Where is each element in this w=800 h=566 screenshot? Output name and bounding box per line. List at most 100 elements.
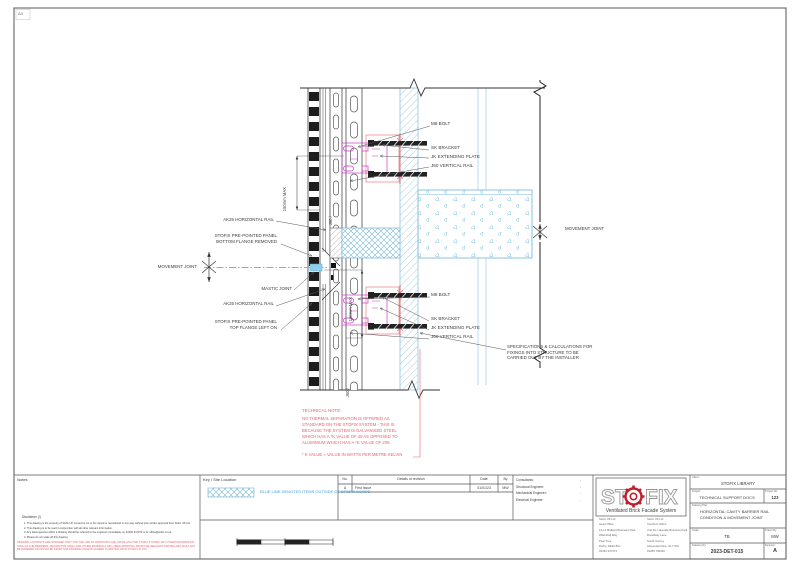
logo-tagline: Ventilated Brick Facade System bbox=[605, 507, 677, 514]
dimension-150-bottom bbox=[324, 269, 364, 339]
office-right-line-1: Stofix UK Ltd bbox=[647, 517, 664, 521]
disclaimer-item-2: 2. This drawing is to be read in conjunc… bbox=[24, 526, 113, 530]
project-no-value: 123 bbox=[771, 495, 779, 500]
office-left-line-7: 01332 347373 bbox=[599, 549, 617, 554]
movement-joint-line bbox=[204, 263, 331, 272]
sheet-size-label: A3 bbox=[18, 11, 23, 16]
label-spec-note: SPECIFICATIONS & CALCULATIONS FOR FIXING… bbox=[507, 344, 593, 360]
office-right-line-6: Gloucestershire, GL7 5XL bbox=[647, 544, 680, 548]
rev-row-no: A bbox=[343, 485, 347, 490]
label-m8-bolt-bottom: M8 BOLT bbox=[431, 292, 451, 297]
drawing-title-value: HORIZONTAL CAVITY BARRIER RAIL CONDITION… bbox=[700, 509, 770, 520]
drawing-no-value: 2023-DET-015 bbox=[710, 549, 744, 555]
revision-label: Revision: bbox=[765, 544, 776, 547]
office-right-line-5: South Cerney bbox=[647, 538, 665, 543]
consultant-value-1: - bbox=[580, 478, 582, 482]
movement-joint-right bbox=[532, 80, 548, 368]
key-title: Key / Site Location bbox=[203, 477, 237, 482]
label-panel-top-flange: STOFIX PRE-POINTED PANEL TOP FLANGE LEFT… bbox=[214, 319, 277, 330]
technical-note-title: TECHNICAL NOTE: bbox=[302, 408, 342, 413]
label-ak25-rail-top: AK25 HORIZONTAL RAIL bbox=[223, 217, 274, 222]
label-movement-joint-right: MOVEMENT JOINT bbox=[565, 226, 605, 231]
rev-header-date: Date bbox=[480, 477, 488, 481]
rev-header-details: Details of revision bbox=[397, 477, 425, 481]
drawn-by-value: MW bbox=[771, 534, 779, 539]
rev-header-no: No. bbox=[342, 477, 348, 481]
technical-note-footnote: * K VALUE = VALUE IN WATTS PER METRE KEL… bbox=[302, 452, 403, 457]
project-value: TECHNICAL SUPPORT DOCS bbox=[699, 495, 755, 500]
office-left-line-1: Stofix UK Ltd bbox=[599, 517, 616, 521]
rev-row-by: MW bbox=[502, 485, 509, 490]
panel-section bbox=[307, 88, 341, 390]
office-right-line-7: 01285 700020 bbox=[647, 549, 665, 554]
mastic-joint-fill bbox=[309, 263, 323, 272]
logo-gear-icon bbox=[622, 485, 645, 508]
key-blue-swatch bbox=[207, 487, 255, 498]
dim-150mm-top: 150mm MAX bbox=[281, 187, 287, 212]
key-blue-note: BLUE LINE DENOTES ITEMS OUTSIDE OF STOFI… bbox=[260, 489, 371, 494]
logo-text-st: ST bbox=[601, 486, 628, 509]
label-sk-bracket-top: SK BRACKET bbox=[431, 145, 461, 150]
revision-value: A bbox=[773, 548, 777, 554]
logo-text-fix: FIX bbox=[645, 486, 678, 509]
consultant-label-4: Electrical Engineer: bbox=[516, 497, 544, 502]
dimension-150-top bbox=[295, 155, 344, 211]
drawing-no-label: Drawing No: bbox=[692, 544, 707, 547]
project-no-label: Project No: bbox=[765, 490, 778, 493]
label-mastic-joint: MASTIC JOINT bbox=[261, 286, 293, 291]
label-sk-bracket-bottom: SK BRACKET bbox=[431, 316, 461, 321]
scale-label: Scale: bbox=[692, 529, 700, 532]
drawn-by-label: Drawn By: bbox=[765, 529, 777, 532]
stofix-logo: ST FIX bbox=[601, 485, 678, 509]
label-movement-joint-left: MOVEMENT JOINT bbox=[157, 264, 197, 269]
label-jk-extending-plate-bottom: JK EXTENDING PLATE bbox=[431, 325, 480, 330]
scale-bar bbox=[236, 538, 334, 546]
label-j60-vertical-rail-bottom: J60 VERTICAL RAIL bbox=[431, 334, 474, 339]
client-label: Client: bbox=[692, 476, 700, 479]
disclaimer-item-1: 1. This drawing is the property of Stofi… bbox=[24, 522, 191, 525]
technical-note-leader bbox=[413, 349, 421, 458]
office-left-line-4: Willenhall Way bbox=[599, 533, 618, 538]
cavity-barrier bbox=[329, 227, 401, 259]
disclaimer-warning: DRAWING CONTENTS ARE INTENDED ONLY FOR T… bbox=[17, 541, 196, 551]
disclaimer-title: Disclaimer (!) bbox=[22, 515, 41, 519]
office-right-line-2: Southern Office bbox=[647, 522, 667, 527]
consultant-label-3: Mechanical Engineer: bbox=[516, 491, 547, 495]
office-left-line-2: Head Office bbox=[599, 522, 614, 527]
label-jk-extending-plate-top: JK EXTENDING PLATE bbox=[431, 154, 480, 159]
notes-title: Notes bbox=[17, 477, 28, 482]
disclaimer-item-3: 3. Any discrepancies within a drawing sh… bbox=[24, 531, 172, 534]
section-cut-lines bbox=[300, 77, 545, 400]
consultant-value-3: - bbox=[580, 491, 582, 495]
scale-value: TB bbox=[724, 534, 730, 539]
technical-note-body: NO THERMAL SEPARATION IS OFFERED AS STAN… bbox=[302, 416, 398, 446]
label-panel-bottom-flange: STOFIX PRE-POINTED PANEL BOTTOM FLANGE R… bbox=[214, 233, 277, 244]
consultant-value-4: - bbox=[580, 497, 582, 502]
label-ak25-rail-bottom: AK25 HORIZONTAL RAIL bbox=[223, 301, 274, 306]
rev-header-by: By bbox=[503, 477, 508, 481]
project-label: Project: bbox=[692, 490, 701, 493]
consultant-label-1: Consultants: bbox=[516, 478, 534, 482]
label-m8-bolt-top: M8 BOLT bbox=[431, 121, 451, 126]
consultant-label-2: Structural Engineer: bbox=[516, 484, 545, 489]
j60-rail-tag-bottom: J60 / bbox=[344, 388, 350, 398]
j60-rail-tag-top: J60 / bbox=[327, 216, 333, 226]
rev-row-details: First Issue bbox=[355, 485, 372, 490]
office-left-line-6: Derby, DE24 8AJ bbox=[599, 544, 621, 548]
disclaimer-item-4: 4. Please do not scale off this drawing. bbox=[24, 535, 69, 539]
leader-lines bbox=[275, 125, 507, 351]
office-right-line-3: Unit 3a, Lakeside Business Park bbox=[647, 527, 688, 532]
title-strip-borders bbox=[14, 474, 786, 559]
office-left-line-5: Pear Tree bbox=[599, 538, 612, 543]
sheet-border bbox=[13, 7, 787, 560]
consultant-value-2: - bbox=[580, 484, 582, 489]
label-j60-vertical-rail-top: J60 VERTICAL RAIL bbox=[431, 163, 474, 168]
movement-joint-symbol-left bbox=[201, 251, 217, 282]
rev-row-date: 01/01/23 bbox=[477, 485, 491, 490]
client-value: STOFIX LIBRARY bbox=[720, 481, 756, 486]
drawing-title-label: Drawing Title: bbox=[692, 504, 708, 507]
office-right-line-4: Broadway Lane bbox=[647, 533, 667, 538]
office-left-line-3: 13-14 Midland Business Park bbox=[599, 527, 636, 532]
